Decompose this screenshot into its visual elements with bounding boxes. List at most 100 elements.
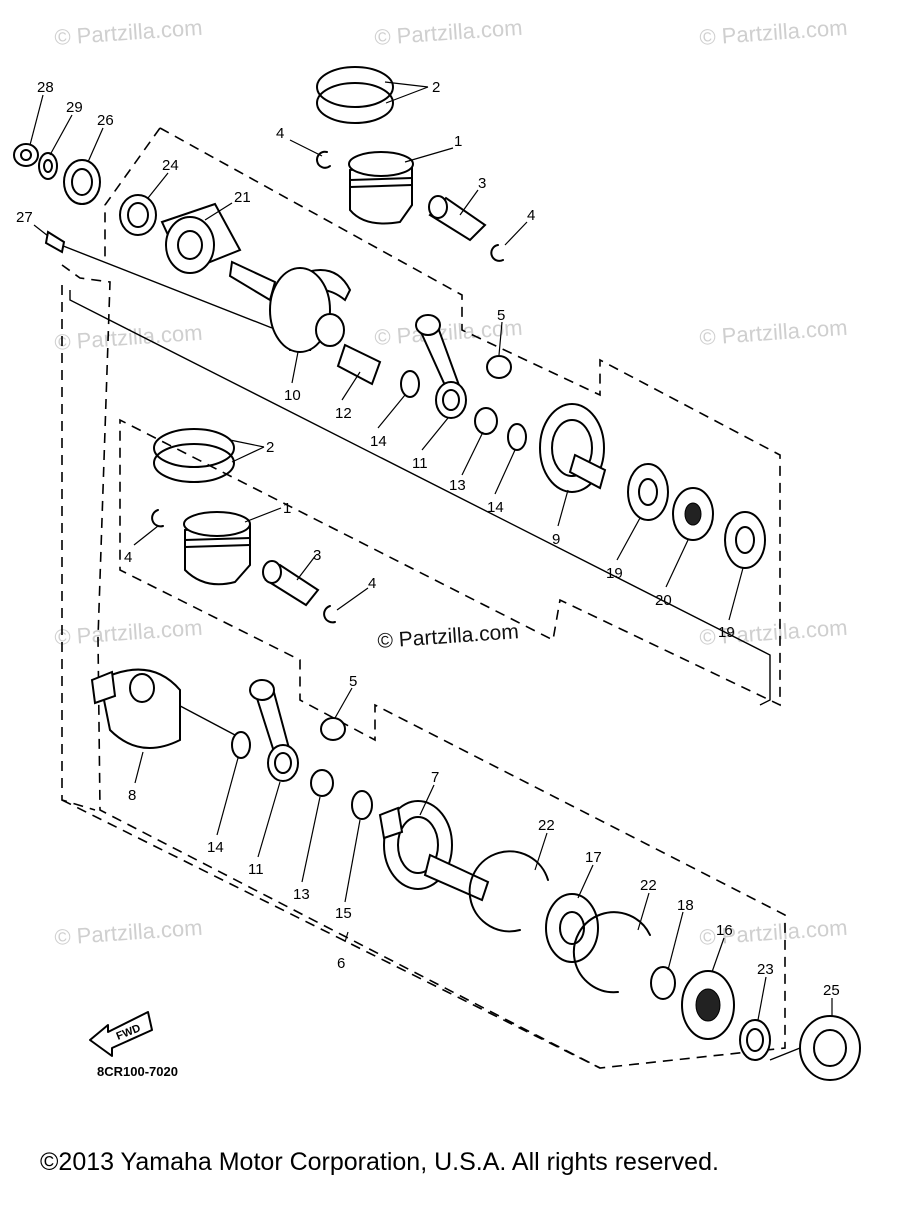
callout-2: 2 [432, 79, 440, 96]
watermark: © Partzilla.com [374, 15, 524, 50]
small-end-bearing-icon [320, 717, 346, 741]
upper-cylinder-parts [13, 66, 766, 569]
callout-8: 8 [128, 787, 136, 804]
leader-line [504, 221, 528, 246]
oil-seal-icon [799, 1015, 861, 1081]
piston-pin-end [262, 560, 282, 584]
conrod-big-end-hole [442, 389, 460, 411]
crank-shaft-stub [568, 453, 607, 490]
callout-7: 7 [431, 769, 439, 786]
leader-line [29, 94, 44, 146]
upper-boundary-left-edge [104, 127, 161, 260]
fwd-arrow-shape [89, 1011, 153, 1057]
leader-line [377, 394, 406, 429]
leader-line [133, 525, 159, 546]
callout-20: 20 [655, 592, 672, 609]
callout-16: 16 [716, 922, 733, 939]
leader-lines [29, 81, 833, 1021]
conrod-small-end [249, 679, 275, 701]
callout-28: 28 [37, 79, 54, 96]
conrod-big-end [267, 744, 299, 782]
watermark: © Partzilla.com [54, 15, 204, 50]
leader-line [637, 892, 650, 931]
forward-arrow-icon: FWD [89, 1011, 153, 1057]
leader-line [301, 796, 321, 883]
callout-24: 24 [162, 157, 179, 174]
callout-4: 4 [124, 549, 132, 566]
crank-pin-boss [315, 313, 345, 347]
oil-seal-inner [71, 168, 93, 196]
thrust-washer-icon [231, 731, 251, 759]
output-shaft-icon [423, 853, 490, 902]
diagram-code: 8CR100-7020 [97, 1064, 178, 1079]
leader-line [204, 202, 233, 221]
thrust-washer-icon [351, 790, 373, 820]
leader-line [344, 819, 361, 903]
leader-line [291, 351, 299, 384]
ball-bearing-icon [627, 463, 669, 521]
circlip-icon [151, 509, 164, 528]
outer-boundary-bottom-edge [61, 799, 601, 1069]
leader-line [344, 931, 349, 943]
callout-labels: 28 29 26 24 21 27 4 2 1 3 4 10 12 14 11 … [16, 79, 840, 999]
crank-shaft-stub [228, 260, 277, 302]
piston-ring-icon [316, 66, 394, 108]
callout-6: 6 [337, 955, 345, 972]
lower-cylinder-parts [90, 428, 861, 1081]
leader-line [244, 507, 282, 523]
thrust-washer-icon [650, 966, 676, 1000]
crank-web-icon [98, 668, 181, 749]
piston-ring-icon [153, 428, 235, 468]
leader-line [385, 86, 429, 104]
piston-ring-groove [184, 544, 251, 548]
collar-inner [746, 1028, 764, 1052]
middle-axis-line [69, 290, 771, 706]
piston-ring-icon [316, 82, 394, 124]
roller-bearing-inner [695, 988, 721, 1022]
watermark: © Partzilla.com [54, 615, 204, 650]
circlip-large-icon [468, 850, 549, 933]
washer-hole [43, 159, 53, 173]
piston-crown [348, 151, 414, 177]
piston-ring-groove [184, 537, 251, 541]
callout-12: 12 [335, 405, 352, 422]
watermark: © Partzilla.com [54, 915, 204, 950]
copyright-notice: ©2013 Yamaha Motor Corporation, U.S.A. A… [40, 1148, 719, 1176]
callout-5: 5 [349, 673, 357, 690]
callout-25: 25 [823, 982, 840, 999]
callout-22: 22 [538, 817, 555, 834]
assembly-boundaries [61, 127, 786, 1069]
leader-line [49, 114, 73, 156]
leader-line [87, 127, 104, 163]
callout-26: 26 [97, 112, 114, 129]
main-bearing-icon [165, 216, 215, 274]
crank-web-inner [397, 816, 439, 874]
callout-3: 3 [478, 175, 486, 192]
washer-icon [38, 152, 58, 180]
leader-line [494, 449, 516, 495]
small-end-bearing-icon [486, 355, 512, 379]
leader-line [459, 189, 479, 216]
leader-line [419, 784, 435, 816]
callout-9: 9 [552, 531, 560, 548]
leader-line [257, 781, 281, 858]
leader-line [231, 446, 265, 463]
ball-bearing-inner [735, 526, 755, 554]
leader-line [296, 554, 317, 581]
callout-10: 10 [284, 387, 301, 404]
crank-pin-boss [129, 673, 155, 703]
leader-line [229, 439, 265, 448]
crank-web-disc [269, 267, 331, 353]
callout-22: 22 [640, 877, 657, 894]
callout-4: 4 [527, 207, 535, 224]
callout-18: 18 [677, 897, 694, 914]
circlip-large-icon [572, 911, 651, 994]
callout-11: 11 [412, 455, 428, 472]
callout-13: 13 [293, 886, 310, 903]
callout-21: 21 [234, 189, 251, 206]
big-end-bearing-icon [474, 407, 498, 435]
callout-11: 11 [248, 861, 264, 878]
collar-icon [739, 1019, 771, 1061]
piston-ring-icon [153, 443, 235, 483]
